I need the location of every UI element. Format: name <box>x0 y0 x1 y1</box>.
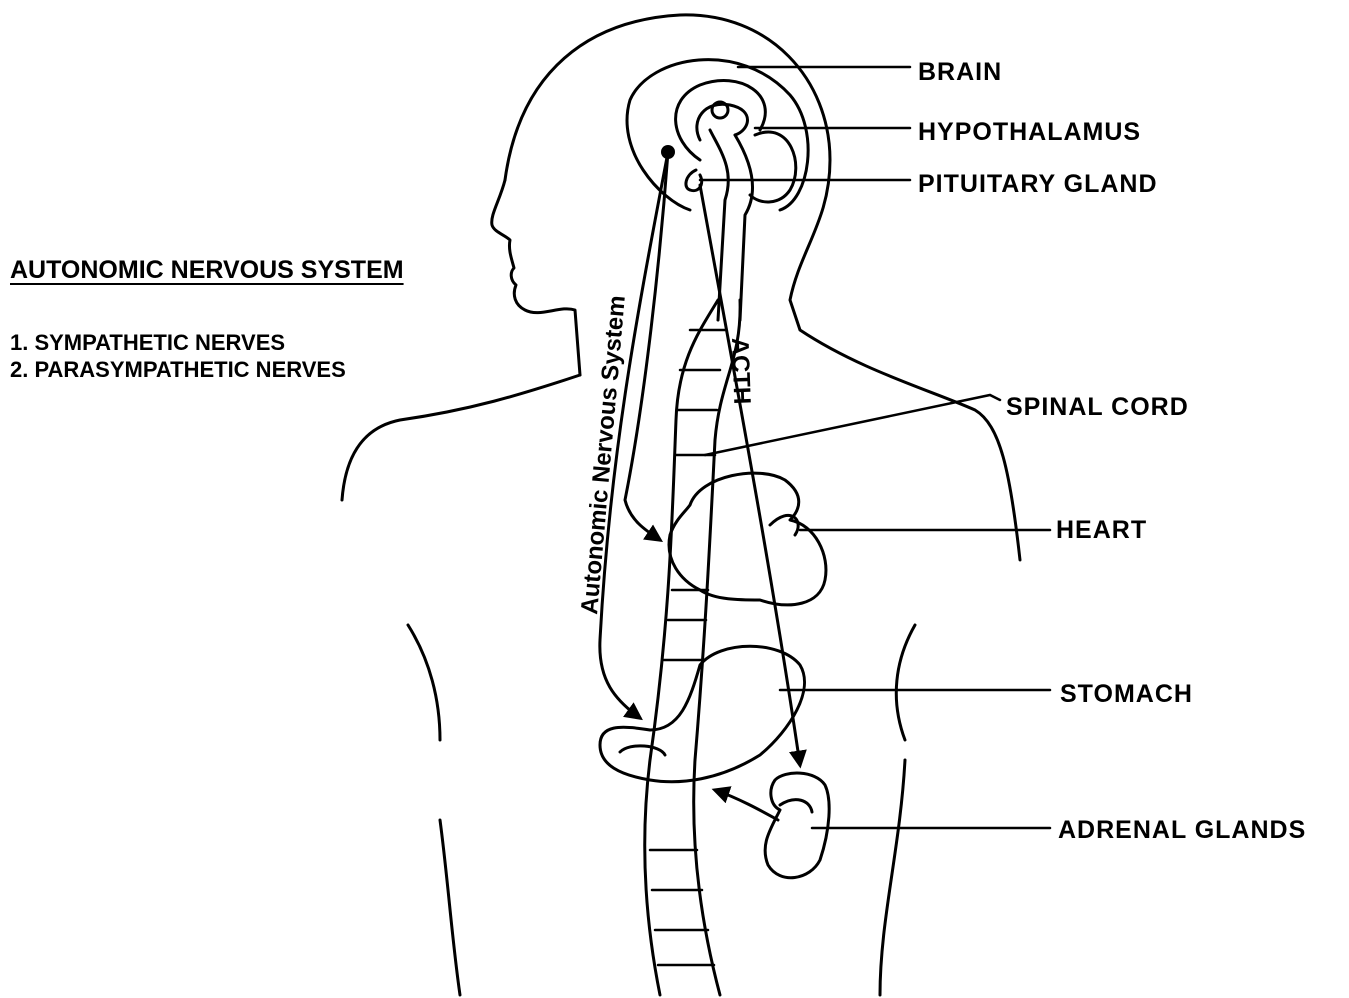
adrenal-fold <box>780 800 812 812</box>
vertebrae <box>650 330 725 965</box>
label-adrenal: ADRENAL GLANDS <box>1058 816 1306 844</box>
heart-atrium <box>770 515 798 535</box>
autonomic-pathway-label: Autonomic Nervous System <box>576 294 631 615</box>
label-hypothalamus: HYPOTHALAMUS <box>918 118 1141 146</box>
heart <box>669 473 826 605</box>
left-shoulder <box>342 375 580 500</box>
stomach-inner <box>620 746 665 755</box>
adrenal-gland <box>765 773 829 878</box>
brainstem <box>710 130 752 320</box>
adrenal-arrow <box>715 790 778 820</box>
right-arm-line <box>896 625 915 740</box>
face-outline <box>492 180 580 375</box>
cerebellum <box>750 132 796 202</box>
label-heart: HEART <box>1056 516 1147 544</box>
acth-pathway <box>700 185 800 765</box>
left-arm-line <box>408 625 440 740</box>
right-torso <box>880 760 905 995</box>
label-spinal-cord: SPINAL CORD <box>1006 393 1189 421</box>
label-pituitary: PITUITARY GLAND <box>918 170 1158 198</box>
acth-label: ACTH <box>726 337 755 405</box>
brain-fold <box>697 104 748 140</box>
left-torso <box>440 820 460 995</box>
label-stomach: STOMACH <box>1060 680 1193 708</box>
head-outline <box>505 15 1020 560</box>
label-brain: BRAIN <box>918 58 1002 86</box>
